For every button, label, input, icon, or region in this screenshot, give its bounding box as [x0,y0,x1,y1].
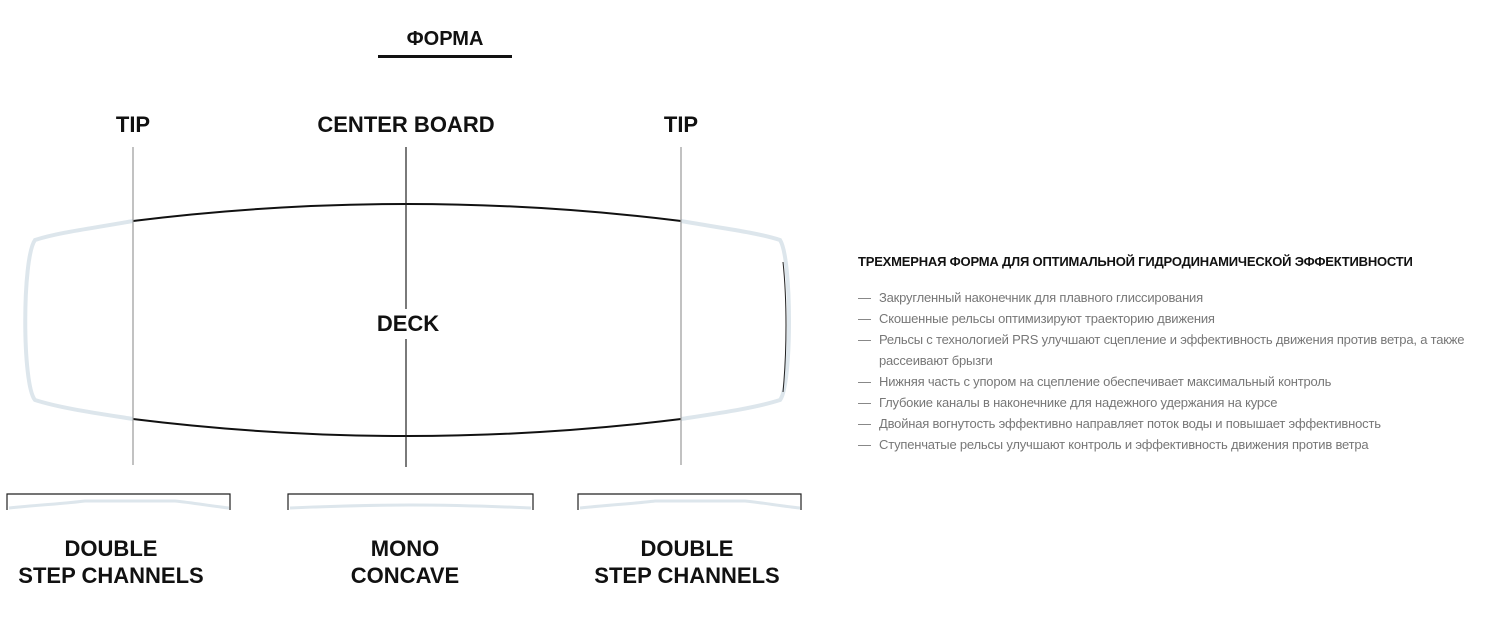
feature-list: — Закругленный наконечник для плавного гл… [858,287,1484,455]
dash-bullet: — [858,332,871,347]
label-line: CONCAVE [350,563,460,588]
board-tip-right-outline [680,219,791,421]
dash-bullet: — [858,395,871,410]
list-item-text: Скошенные рельсы оптимизируют траекторию… [879,311,1215,326]
label-tip-right: TIP [663,112,699,137]
list-item: — Ступенчатые рельсы улучшают контроль и … [858,434,1484,455]
list-item-text: Нижняя часть с упором на сцепление обесп… [879,374,1332,389]
dash-bullet: — [858,290,871,305]
list-item-text: Глубокие каналы в наконечнике для надежн… [879,395,1278,410]
list-item-text: Закругленный наконечник для плавного гли… [879,290,1203,305]
feature-panel: ТРЕХМЕРНАЯ ФОРМА ДЛЯ ОПТИМАЛЬНОЙ ГИДРОДИ… [858,254,1484,455]
list-item-text: Рельсы с технологией PRS улучшают сцепле… [879,332,1465,368]
list-item: — Рельсы с технологией PRS улучшают сцепл… [858,329,1484,371]
board-tip-left-outline [23,219,134,421]
board-center-top-edge [132,203,682,222]
label-line: MONO [370,536,440,561]
list-item-text: Двойная вогнутость эффективно направляет… [879,416,1381,431]
label-double-step-channels-right: DOUBLE STEP CHANNELS [576,535,798,589]
list-item: — Скошенные рельсы оптимизируют траектори… [858,308,1484,329]
list-item: — Глубокие каналы в наконечнике для надеж… [858,392,1484,413]
cross-section-left [6,493,231,510]
title-underline [378,55,512,58]
dash-bullet: — [858,374,871,389]
list-item: — Двойная вогнутость эффективно направляе… [858,413,1484,434]
list-item-text: Ступенчатые рельсы улучшают контроль и э… [879,437,1369,452]
cross-section-right [577,493,802,510]
dash-bullet: — [858,437,871,452]
label-double-step-channels-left: DOUBLE STEP CHANNELS [0,535,222,589]
dash-bullet: — [858,311,871,326]
feature-heading: ТРЕХМЕРНАЯ ФОРМА ДЛЯ ОПТИМАЛЬНОЙ ГИДРОДИ… [858,254,1413,269]
list-item: — Нижняя часть с упором на сцепление обес… [858,371,1484,392]
label-mono-concave: MONO CONCAVE [300,535,510,589]
label-line: DOUBLE [64,536,158,561]
board-tip-right-shade [782,261,787,393]
list-item: — Закругленный наконечник для плавного гл… [858,287,1484,308]
label-deck: DECK [348,309,468,339]
board-center-bottom-edge [132,418,682,437]
label-line: STEP CHANNELS [18,563,204,588]
diagram-title: ФОРМА [406,28,484,50]
label-tip-left: TIP [115,112,151,137]
cross-section-center [287,493,534,510]
label-center-board: CENTER BOARD [317,112,495,137]
label-line: DOUBLE [640,536,734,561]
label-line: STEP CHANNELS [594,563,780,588]
dash-bullet: — [858,416,871,431]
